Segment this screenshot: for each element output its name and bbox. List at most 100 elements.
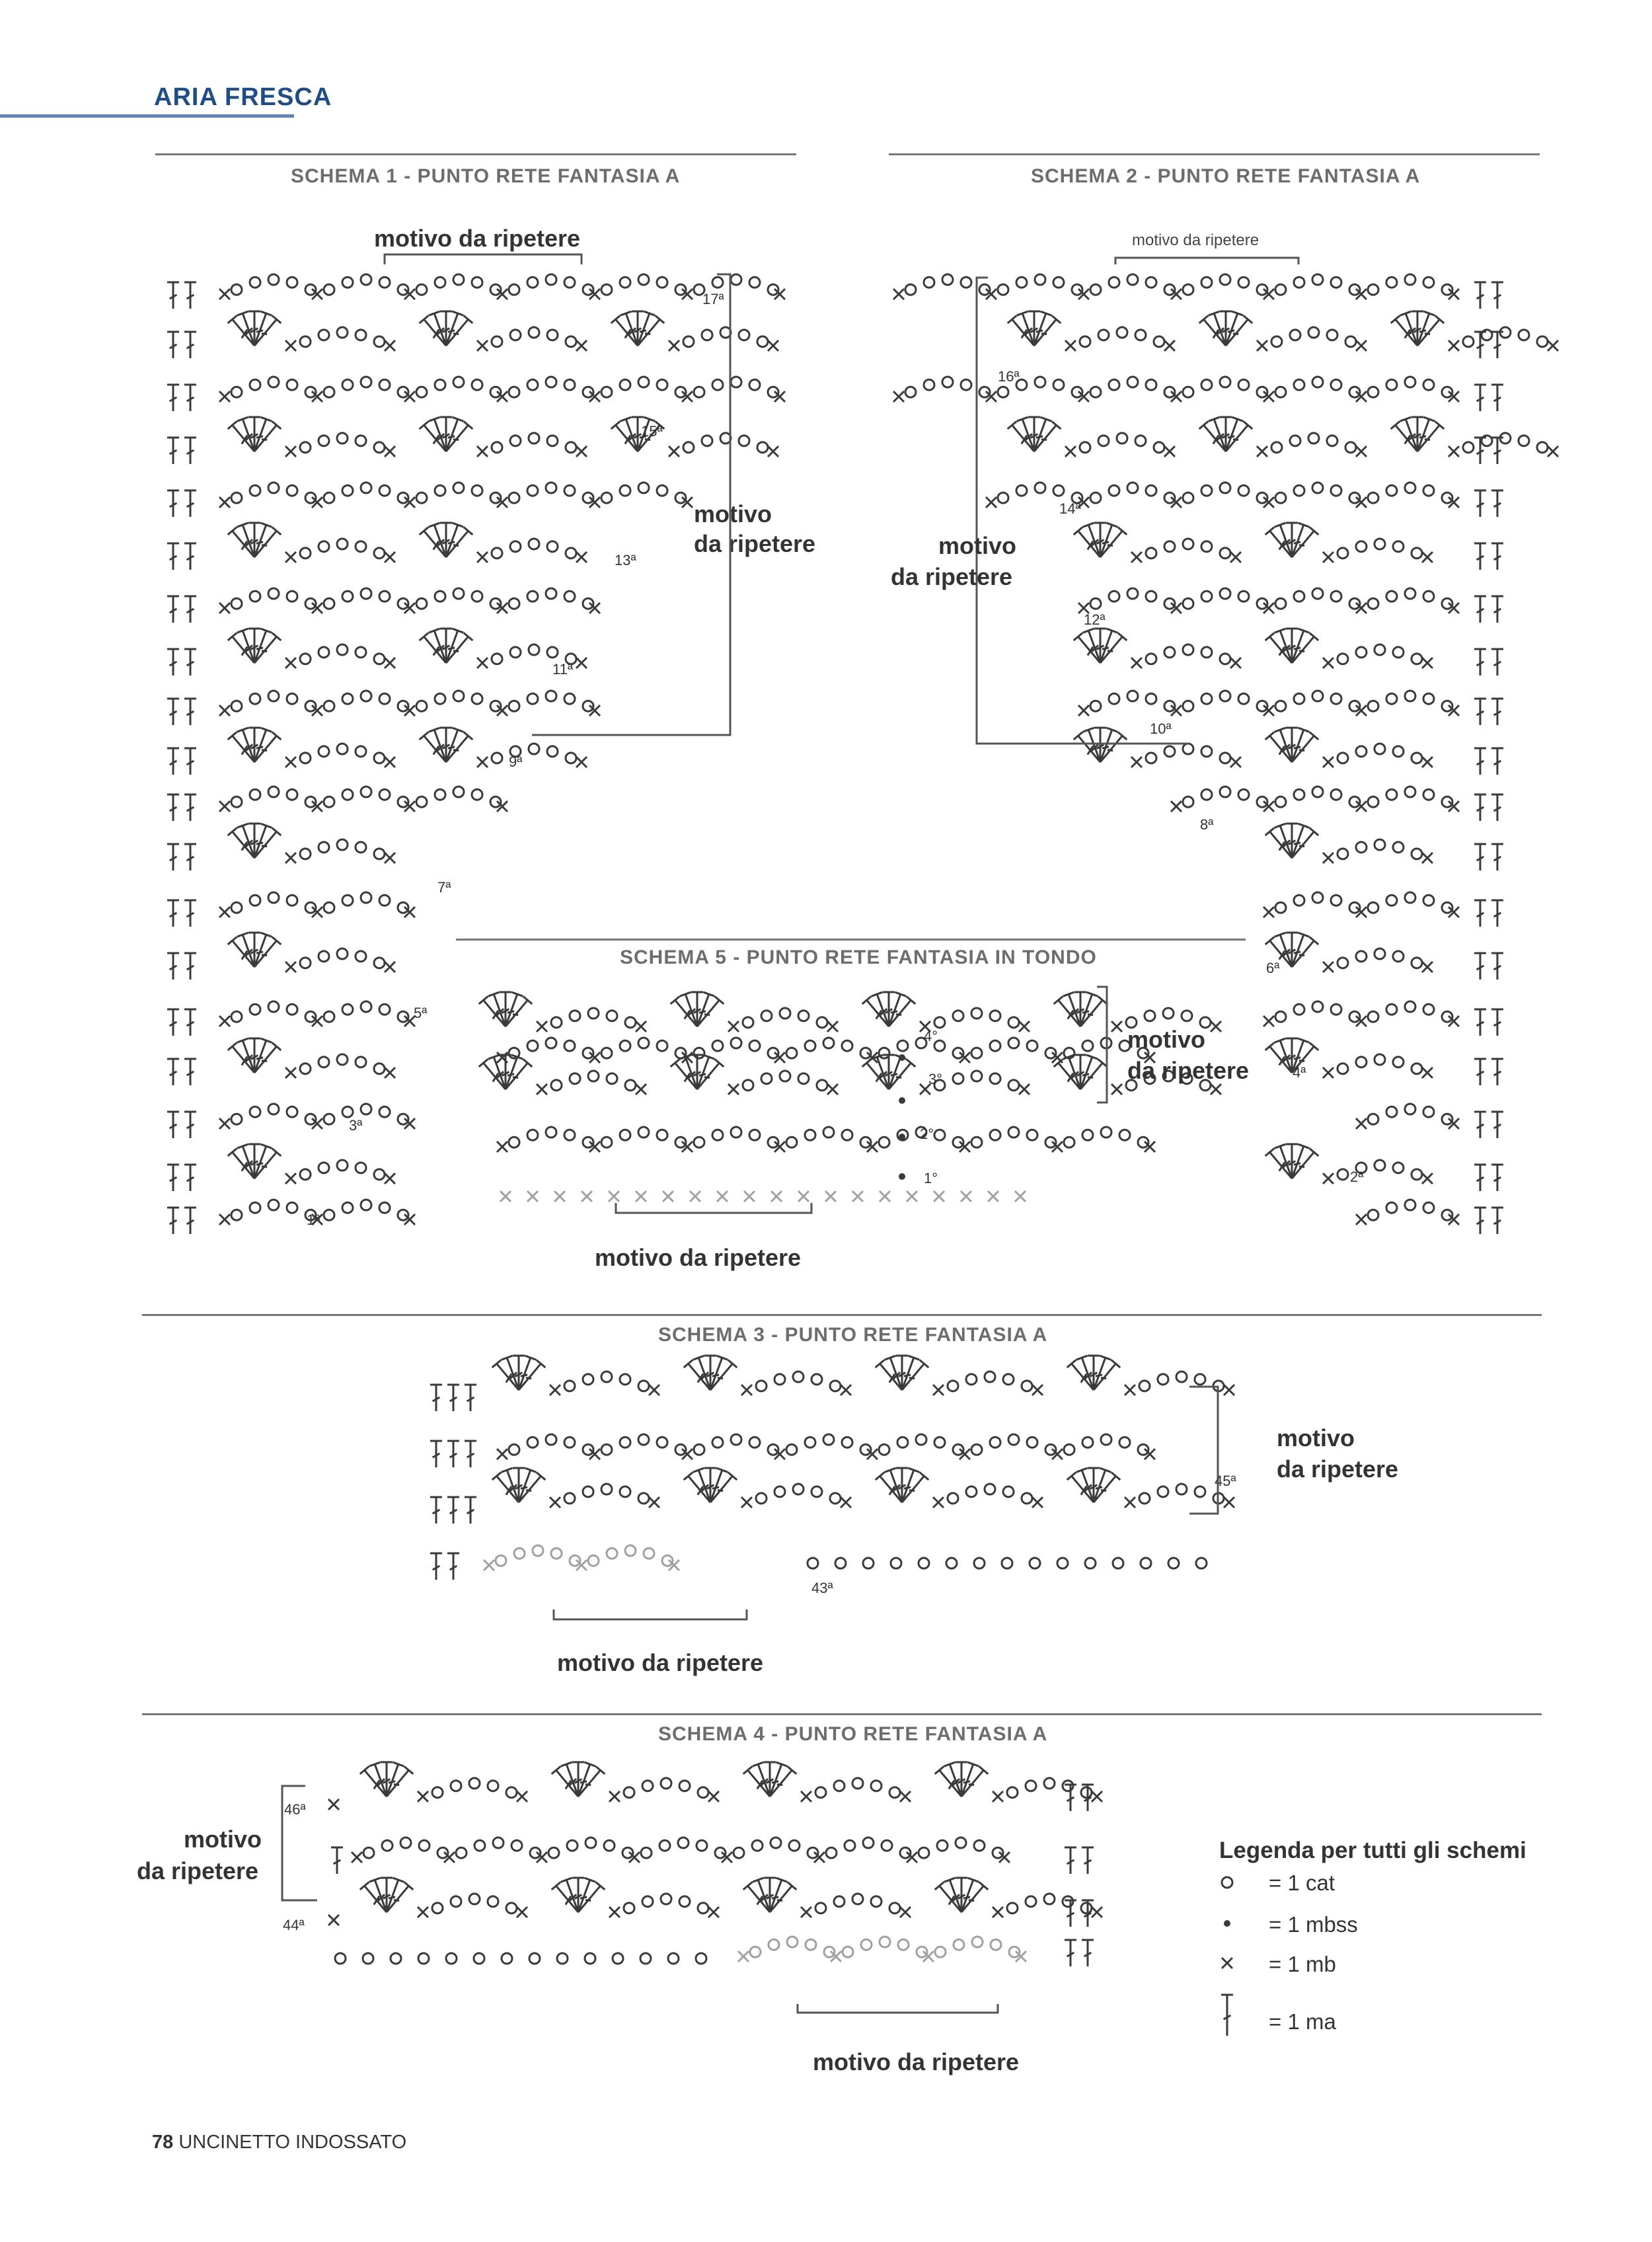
- s4-row-46: 46ª: [284, 1801, 306, 1818]
- chain-stitch: [1385, 788, 1398, 801]
- chain-stitch: [656, 1128, 669, 1141]
- single-crochet-stitch: [932, 1190, 946, 1203]
- double-crochet-stitch: [248, 822, 260, 858]
- chain-stitch: [1063, 1136, 1076, 1149]
- double-crochet-stitch: [1474, 595, 1486, 623]
- double-crochet-stitch: [248, 416, 260, 451]
- chain-stitch: [741, 1079, 755, 1092]
- chain-stitch: [1052, 276, 1065, 289]
- double-crochet-stitch: [447, 1552, 459, 1580]
- chain-stitch: [556, 1952, 569, 1965]
- chain-stitch: [564, 752, 578, 765]
- double-crochet-stitch: [1491, 489, 1503, 517]
- single-crochet-stitch: [311, 704, 324, 717]
- double-crochet-stitch: [572, 1761, 584, 1797]
- double-crochet-stitch: [1224, 416, 1244, 452]
- chain-stitch: [1044, 1046, 1057, 1060]
- single-crochet-stitch: [218, 1015, 231, 1028]
- chain-stitch: [1367, 491, 1380, 504]
- chain-stitch: [1163, 646, 1176, 659]
- chain-stitch: [878, 1046, 891, 1060]
- chain-stitch: [600, 1136, 613, 1149]
- chain-stitch: [748, 276, 761, 289]
- schema1-repeat-bracket: [532, 273, 732, 736]
- chain-stitch: [1441, 1010, 1454, 1023]
- chain-stitch: [1145, 276, 1158, 289]
- chain-stitch: [1134, 329, 1147, 342]
- chain-stitch: [1237, 378, 1250, 391]
- chain-stitch: [1348, 491, 1361, 504]
- double-crochet-stitch: [1291, 1143, 1310, 1179]
- chain-stitch: [603, 1839, 616, 1852]
- single-crochet-stitch: [839, 1383, 852, 1397]
- single-crochet-stitch: [1447, 906, 1460, 919]
- chain-stitch: [896, 1128, 909, 1141]
- double-crochet-stitch: [237, 1143, 256, 1179]
- double-crochet-stitch: [253, 936, 282, 968]
- schema4-repeat-side-label-1: motivo: [184, 1826, 262, 1853]
- single-crochet-stitch: [661, 1190, 675, 1203]
- chain-stitch: [888, 1902, 901, 1915]
- chain-stitch: [730, 375, 743, 389]
- single-crochet-stitch: [1322, 1172, 1335, 1185]
- single-crochet-stitch: [1051, 1051, 1064, 1064]
- chain-stitch: [415, 283, 428, 296]
- chain-stitch: [996, 283, 1010, 296]
- double-crochet-stitch: [1291, 726, 1310, 763]
- double-crochet-stitch: [934, 1881, 963, 1913]
- chain-stitch: [248, 1105, 262, 1118]
- single-crochet-stitch: [866, 1448, 879, 1461]
- schema3-repeat-side-label-2: da ripetere: [1277, 1455, 1399, 1483]
- double-crochet-stitch: [896, 1467, 908, 1502]
- double-crochet-stitch: [227, 827, 256, 859]
- single-crochet-stitch: [1077, 704, 1090, 717]
- chain-stitch: [1385, 276, 1398, 289]
- double-crochet-stitch: [550, 1765, 580, 1797]
- single-crochet-stitch: [648, 1496, 661, 1509]
- single-crochet-stitch: [743, 1190, 756, 1203]
- chain-stitch: [897, 1938, 910, 1951]
- double-crochet-stitch: [488, 1054, 507, 1090]
- chain-stitch: [973, 1557, 986, 1570]
- double-crochet-stitch: [478, 1058, 507, 1090]
- double-crochet-stitch: [488, 991, 507, 1027]
- double-crochet-stitch: [440, 726, 452, 762]
- chain-stitch: [304, 491, 317, 504]
- chain-stitch: [359, 375, 373, 389]
- chain-stitch: [304, 385, 317, 399]
- double-crochet-stitch: [1072, 731, 1102, 763]
- single-crochet-stitch: [383, 960, 396, 974]
- chain-stitch: [1044, 1136, 1057, 1149]
- chain-stitch: [341, 590, 354, 603]
- chain-stitch: [452, 587, 465, 600]
- double-crochet-stitch: [440, 310, 452, 346]
- chain-stitch: [1330, 276, 1343, 289]
- single-crochet-stitch: [1170, 288, 1183, 301]
- chain-stitch: [1367, 283, 1380, 296]
- chain-stitch: [544, 689, 558, 703]
- chain-stitch: [230, 1010, 243, 1023]
- double-crochet-stitch: [184, 697, 196, 725]
- double-crochet-stitch: [227, 1042, 256, 1073]
- chain-stitch: [1410, 1062, 1423, 1075]
- chain-stitch: [322, 385, 336, 399]
- single-crochet-stitch: [1322, 551, 1335, 564]
- chain-stitch: [1330, 484, 1343, 497]
- chain-stitch: [637, 1126, 650, 1139]
- single-crochet-stitch: [1077, 288, 1090, 301]
- double-crochet-stitch: [1474, 489, 1486, 517]
- chain-stitch: [431, 1902, 444, 1915]
- chain-stitch: [674, 1046, 687, 1060]
- double-crochet-stitch: [430, 1383, 442, 1411]
- chain-stitch: [1336, 752, 1349, 765]
- double-crochet-stitch: [418, 315, 447, 346]
- chain-stitch: [582, 1136, 595, 1149]
- chain-stitch: [899, 1846, 912, 1859]
- chain-stitch: [544, 1036, 558, 1050]
- single-crochet-stitch: [1077, 496, 1090, 509]
- chain-stitch: [1063, 1443, 1076, 1456]
- double-crochet-stitch: [1474, 747, 1486, 775]
- double-crochet-stitch: [1491, 747, 1503, 775]
- chain-stitch: [1441, 901, 1454, 914]
- single-crochet-stitch: [1355, 704, 1368, 717]
